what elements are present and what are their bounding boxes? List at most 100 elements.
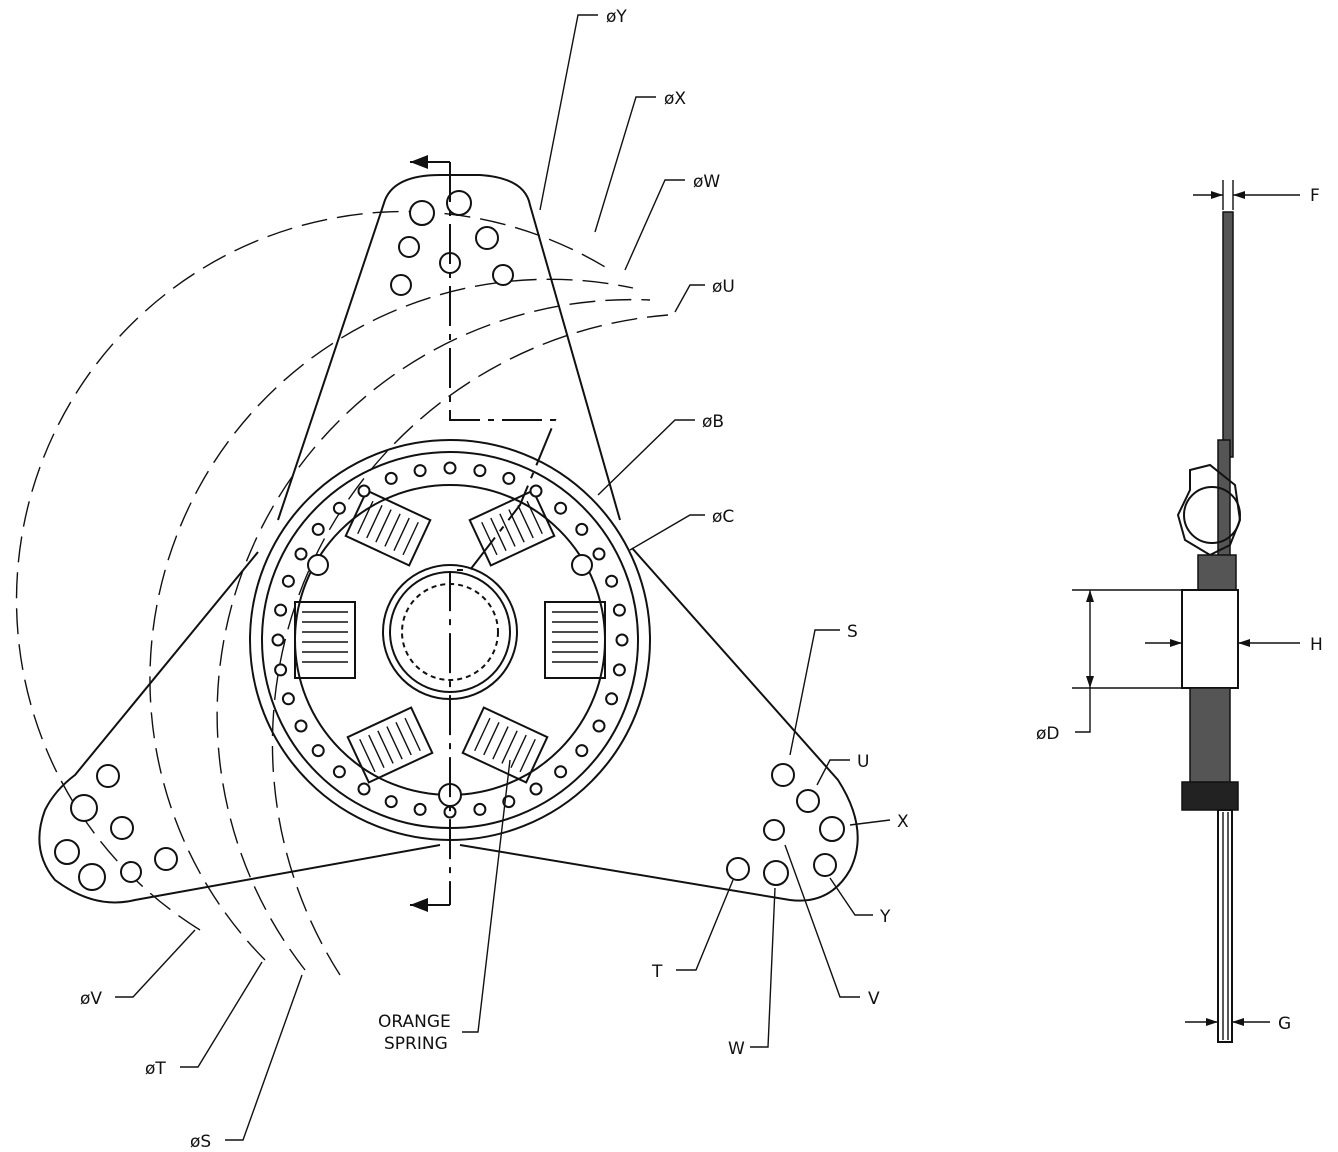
- label-hole-v: V: [868, 989, 880, 1009]
- arm-hole: [154, 847, 178, 871]
- spring-bottom-left: [346, 706, 434, 784]
- hub-body-lower: [1189, 687, 1231, 784]
- dim-f-lines: [1193, 180, 1300, 210]
- arm-hole-v: [763, 819, 785, 841]
- spring-top-right: [468, 489, 556, 567]
- hub-rivet: [529, 484, 543, 498]
- label-spring-line1: ORANGE: [378, 1012, 451, 1032]
- arm-hole-u: [796, 789, 820, 813]
- front-view: [15, 155, 859, 976]
- label-dia-t: øT: [145, 1059, 166, 1079]
- bolt-circle-arc-2: [216, 298, 651, 971]
- hub-rivet: [274, 603, 288, 617]
- hub-rivet: [612, 603, 626, 617]
- dim-d-lines: [1072, 589, 1182, 733]
- section-arrow-bottom-head: [410, 898, 428, 912]
- hub-hole: [571, 554, 593, 576]
- arm-hole: [390, 274, 412, 296]
- label-dia-c: øC: [712, 507, 734, 527]
- hub-clamp: [1176, 463, 1242, 557]
- label-dia-x: øX: [664, 89, 686, 109]
- hub-rivet: [413, 464, 427, 478]
- spring-ring: [1183, 486, 1241, 544]
- hub-rivet: [384, 471, 398, 485]
- hub-rivet: [592, 719, 606, 733]
- arm-hole: [120, 861, 142, 883]
- arm-hole: [70, 794, 98, 822]
- label-spring-line2: SPRING: [384, 1034, 448, 1054]
- hub-rivet: [473, 802, 487, 816]
- arm-hole: [54, 839, 80, 865]
- label-dia-w: øW: [693, 172, 720, 192]
- hub-rivet: [311, 744, 325, 758]
- label-dia-d: øD: [1036, 724, 1060, 744]
- hub-flange: [1181, 781, 1239, 811]
- hub-rivet: [554, 765, 568, 779]
- plate-lower: [1217, 809, 1233, 1043]
- hub-rivet: [615, 633, 629, 647]
- hub-hole: [307, 554, 329, 576]
- hub-rivet: [294, 719, 308, 733]
- arm-hole-t: [726, 857, 750, 881]
- label-dia-v: øV: [80, 989, 102, 1009]
- label-dia-y: øY: [606, 7, 627, 27]
- hub-rivet: [281, 692, 295, 706]
- hub-rivet: [332, 765, 346, 779]
- bolt-circle-arc-1: [271, 314, 669, 976]
- hub-rivet: [575, 522, 589, 536]
- label-dia-s: øS: [190, 1132, 211, 1152]
- hub-rivet: [502, 471, 516, 485]
- hub-rivet: [357, 782, 371, 796]
- label-hole-s: S: [847, 622, 858, 642]
- hub-body-upper: [1197, 554, 1237, 591]
- arm-hole: [446, 190, 472, 216]
- hub-rivet: [413, 802, 427, 816]
- spring-top-left: [344, 489, 432, 567]
- spring-bottom-right: [461, 706, 549, 784]
- arm-hole: [475, 226, 499, 250]
- hub-rivets: [271, 461, 629, 819]
- plate-outline: [38, 174, 859, 904]
- section-cut-line: [449, 162, 557, 905]
- hub-bore: [1181, 589, 1239, 689]
- label-dim-h: H: [1310, 635, 1323, 655]
- hub-rivet: [575, 744, 589, 758]
- hub-rivet: [384, 795, 398, 809]
- hub-rivet: [592, 547, 606, 561]
- hub-rivet: [612, 663, 626, 677]
- label-hole-x: X: [897, 812, 909, 832]
- label-hole-w: W: [728, 1039, 745, 1059]
- arm-hole: [398, 236, 420, 258]
- hub-rivet: [473, 464, 487, 478]
- labels: øY øX øW øU øB øC S U X Y T V W øV øT øS…: [80, 7, 1323, 1152]
- plate-section: [1222, 211, 1234, 458]
- arm-hole: [409, 200, 435, 226]
- hub-rivet: [357, 484, 371, 498]
- arm-hole-x: [819, 816, 845, 842]
- hub-rivet: [554, 501, 568, 515]
- label-hole-t: T: [651, 962, 663, 982]
- hub-rivet: [529, 782, 543, 796]
- label-dia-b: øB: [702, 412, 724, 432]
- hub-rivet: [311, 522, 325, 536]
- hub-rivet: [605, 574, 619, 588]
- arm-hole: [110, 816, 134, 840]
- arm-hole: [492, 264, 514, 286]
- label-hole-y: Y: [879, 907, 891, 927]
- hub-rivet: [294, 547, 308, 561]
- arm-hole-y: [813, 853, 837, 877]
- label-dia-u: øU: [712, 277, 735, 297]
- label-dim-f: F: [1310, 186, 1320, 206]
- arm-hole-w: [763, 860, 789, 886]
- arm-hole: [78, 863, 106, 891]
- spring-left: [294, 601, 356, 679]
- bolt-circle-arc-3: [149, 278, 634, 961]
- hub-rivet: [332, 501, 346, 515]
- section-arrow-top-head: [410, 155, 428, 169]
- arm-hole: [96, 764, 120, 788]
- hub-rivet: [271, 633, 285, 647]
- leaders: [115, 14, 891, 1141]
- hub-rivet: [274, 663, 288, 677]
- hub-rivet: [443, 461, 457, 475]
